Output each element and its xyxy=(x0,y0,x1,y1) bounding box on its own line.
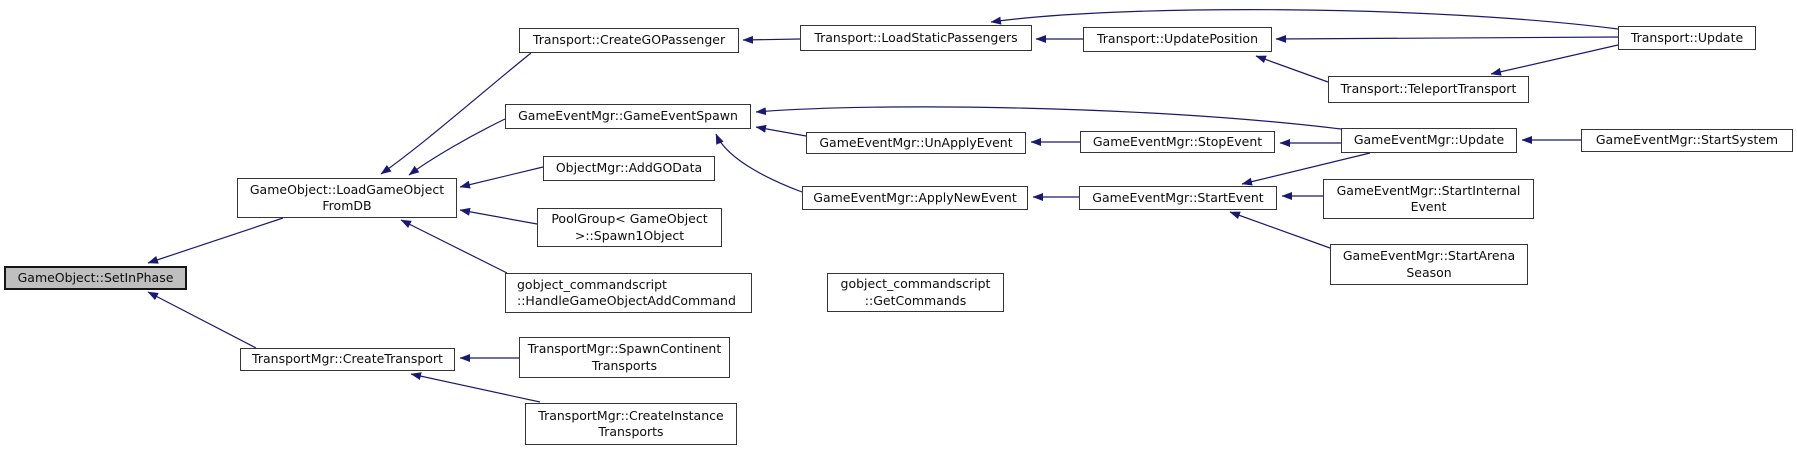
node-start-system[interactable]: GameEventMgr::StartSystem xyxy=(1581,129,1793,152)
node-label-game-event-mgr-update: GameEventMgr::Update xyxy=(1353,132,1505,148)
edge-start-arena-season-to-start-event xyxy=(1229,211,1331,249)
edge-create-go-passenger-to-load-gameobject-from-db xyxy=(380,52,532,175)
node-label-start-internal-event: GameEventMgr::StartInternal Event xyxy=(1336,182,1521,214)
node-start-arena-season[interactable]: GameEventMgr::StartArena Season xyxy=(1330,244,1528,285)
node-spawn-continent-transports[interactable]: TransportMgr::SpawnContinent Transports xyxy=(519,337,730,378)
node-label-load-gameobject-from-db: GameObject::LoadGameObject FromDB xyxy=(249,181,445,213)
node-label-start-event: GameEventMgr::StartEvent xyxy=(1092,189,1264,205)
node-handle-gameobject-add-command[interactable]: gobject_commandscript ::HandleGameObject… xyxy=(505,273,752,313)
edge-spawn1object-to-load-gameobject-from-db xyxy=(459,207,538,225)
node-create-go-passenger[interactable]: Transport::CreateGOPassenger xyxy=(519,28,739,53)
edge-transport-update-to-load-static-passengers xyxy=(990,9,1619,30)
edge-game-event-mgr-update-to-start-event xyxy=(1241,152,1371,186)
node-label-transport-update: Transport::Update xyxy=(1630,29,1744,45)
node-update-position[interactable]: Transport::UpdatePosition xyxy=(1083,27,1272,52)
edge-apply-new-event-to-game-event-spawn xyxy=(715,133,803,193)
edge-transport-update-to-teleport-transport xyxy=(1490,44,1619,76)
edge-game-event-spawn-to-load-gameobject-from-db xyxy=(408,118,506,176)
node-label-create-transport: TransportMgr::CreateTransport xyxy=(252,351,443,367)
node-teleport-transport[interactable]: Transport::TeleportTransport xyxy=(1328,76,1529,103)
node-add-go-data[interactable]: ObjectMgr::AddGOData xyxy=(543,156,715,181)
node-transport-update[interactable]: Transport::Update xyxy=(1618,26,1756,50)
node-game-event-spawn[interactable]: GameEventMgr::GameEventSpawn xyxy=(505,104,751,129)
edge-add-go-data-to-load-gameobject-from-db xyxy=(459,166,544,189)
edge-load-gameobject-from-db-to-set-in-phase xyxy=(147,217,284,264)
edge-game-event-mgr-update-to-game-event-spawn xyxy=(755,106,1342,130)
node-start-internal-event[interactable]: GameEventMgr::StartInternal Event xyxy=(1323,179,1534,219)
node-label-add-go-data: ObjectMgr::AddGOData xyxy=(555,160,703,176)
node-create-instance-transports[interactable]: TransportMgr::CreateInstance Transports xyxy=(525,403,737,445)
edge-create-instance-transports-to-create-transport xyxy=(410,372,541,403)
node-game-event-mgr-update[interactable]: GameEventMgr::Update xyxy=(1341,128,1517,153)
edge-create-transport-to-set-in-phase xyxy=(147,291,257,349)
edge-transport-update-to-update-position xyxy=(1275,34,1619,43)
node-label-un-apply-event: GameEventMgr::UnApplyEvent xyxy=(819,134,1013,150)
node-create-transport[interactable]: TransportMgr::CreateTransport xyxy=(240,348,455,371)
node-label-start-system: GameEventMgr::StartSystem xyxy=(1595,132,1779,148)
node-stop-event[interactable]: GameEventMgr::StopEvent xyxy=(1080,131,1275,153)
node-label-teleport-transport: Transport::TeleportTransport xyxy=(1340,81,1517,97)
node-label-update-position: Transport::UpdatePosition xyxy=(1096,31,1259,47)
node-label-handle-gameobject-add-command: gobject_commandscript ::HandleGameObject… xyxy=(517,276,736,308)
node-load-static-passengers[interactable]: Transport::LoadStaticPassengers xyxy=(800,25,1032,51)
edge-load-static-passengers-to-create-go-passenger xyxy=(742,35,801,44)
node-set-in-phase[interactable]: GameObject::SetInPhase xyxy=(4,266,187,290)
node-label-start-arena-season: GameEventMgr::StartArena Season xyxy=(1342,248,1516,280)
node-label-game-event-spawn: GameEventMgr::GameEventSpawn xyxy=(518,108,738,124)
node-un-apply-event[interactable]: GameEventMgr::UnApplyEvent xyxy=(806,132,1026,154)
node-label-spawn-continent-transports: TransportMgr::SpawnContinent Transports xyxy=(527,341,722,373)
node-load-gameobject-from-db[interactable]: GameObject::LoadGameObject FromDB xyxy=(237,178,457,218)
node-get-commands[interactable]: gobject_commandscript ::GetCommands xyxy=(827,273,1004,312)
node-start-event[interactable]: GameEventMgr::StartEvent xyxy=(1079,186,1277,210)
node-apply-new-event[interactable]: GameEventMgr::ApplyNewEvent xyxy=(802,186,1028,210)
node-label-get-commands: gobject_commandscript ::GetCommands xyxy=(840,276,991,308)
edge-handle-gameobject-add-command-to-load-gameobject-from-db xyxy=(400,219,508,274)
edge-un-apply-event-to-game-event-spawn xyxy=(755,124,807,137)
node-label-set-in-phase: GameObject::SetInPhase xyxy=(17,269,174,285)
node-label-spawn1object: PoolGroup< GameObject >::Spawn1Object xyxy=(551,211,708,243)
node-label-stop-event: GameEventMgr::StopEvent xyxy=(1092,133,1263,149)
node-label-apply-new-event: GameEventMgr::ApplyNewEvent xyxy=(813,189,1017,205)
node-spawn1object[interactable]: PoolGroup< GameObject >::Spawn1Object xyxy=(537,208,722,247)
edge-teleport-transport-to-update-position xyxy=(1255,55,1329,83)
node-label-create-go-passenger: Transport::CreateGOPassenger xyxy=(532,32,726,48)
node-label-load-static-passengers: Transport::LoadStaticPassengers xyxy=(814,29,1018,45)
node-label-create-instance-transports: TransportMgr::CreateInstance Transports xyxy=(538,407,724,439)
